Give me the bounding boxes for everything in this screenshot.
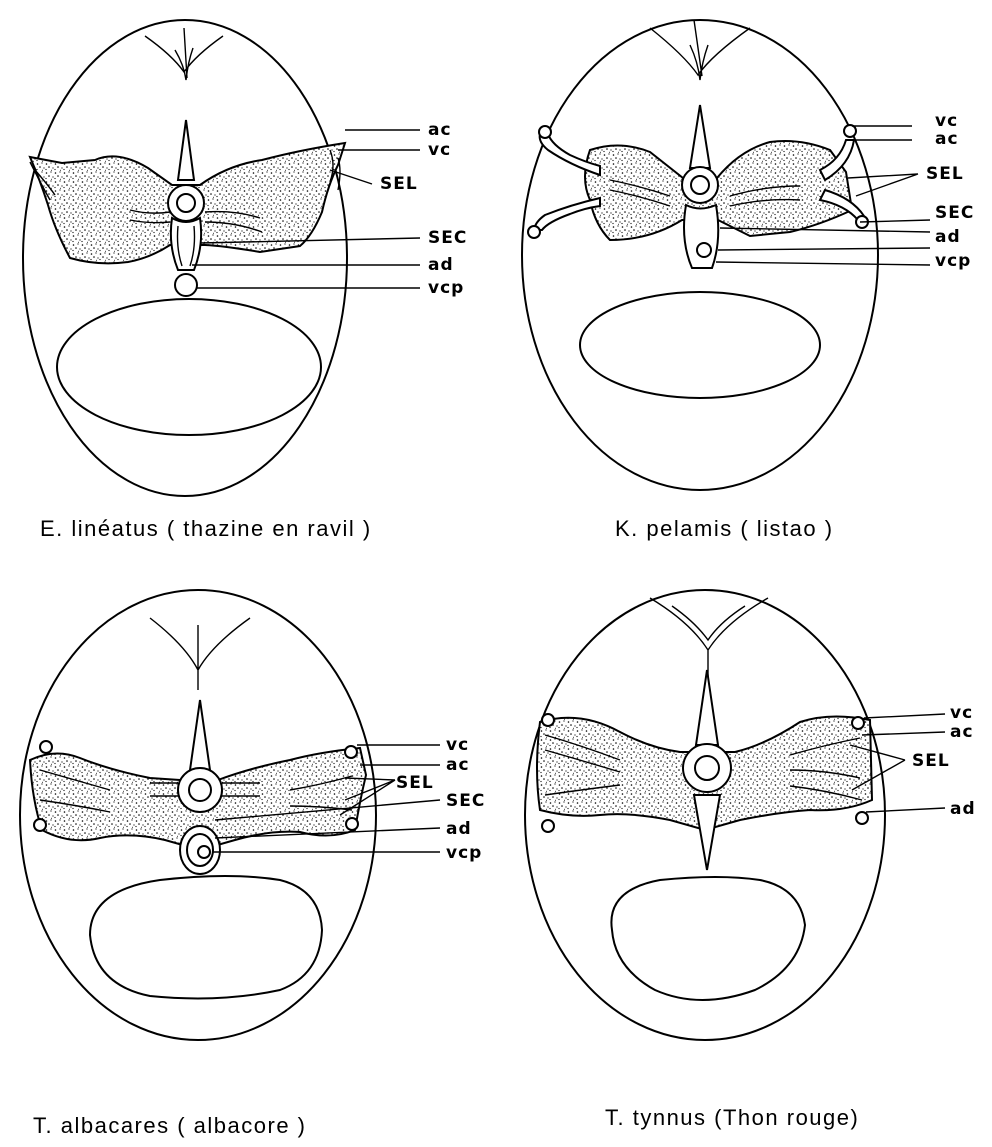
dorsal-fin-v [150,618,250,690]
label-ad: ad [446,819,472,839]
vein-node-left-top [539,126,551,138]
vein-node-right-top [852,717,864,729]
posterior-cardinal-vein [697,243,711,257]
label-vcp: vcp [428,278,464,298]
vertebral-core [189,779,211,801]
label-sel: SEL [380,174,418,194]
label-vcp: vcp [935,251,971,271]
vein-node-right-top [345,746,357,758]
abdominal-cavity [580,292,820,398]
label-ad: ad [935,227,961,247]
dorsal-fin-v [650,20,750,80]
neural-spine [178,120,194,180]
posterior-cardinal-vein [198,846,210,858]
abdominal-cavity [611,877,805,1000]
vertebral-core [695,756,719,780]
panel-t-tynnus: vc ac SEL ad T. tynnus (Thon rouge) [525,590,976,1130]
neural-spine [190,700,210,770]
neural-spine [696,670,718,745]
label-ac: ac [935,129,959,149]
neural-spine [690,105,710,168]
caption: E. linéatus ( thazine en ravil ) [40,516,372,541]
caption: T. tynnus (Thon rouge) [605,1105,859,1130]
label-vc: vc [950,703,973,723]
vein-node-left-bottom [34,819,46,831]
dorsal-fin-v [145,28,223,80]
label-ad: ad [428,255,454,275]
label-ac: ac [428,120,452,140]
haemal-arch [684,205,718,268]
label-ac: ac [446,755,470,775]
label-vcp: vcp [446,843,482,863]
abdominal-cavity [57,299,321,435]
label-sel: SEL [912,751,950,771]
vein-node-right-bottom [856,812,868,824]
label-sec: SEC [935,203,974,223]
label-sel: SEL [926,164,964,184]
vein-node-left-bottom [542,820,554,832]
vein-node-right-bottom [346,818,358,830]
dorsal-fin-v [650,598,768,690]
abdominal-cavity [90,876,322,998]
label-sec: SEC [428,228,467,248]
haemal-spine [694,795,720,870]
caption: K. pelamis ( listao ) [615,516,834,541]
label-ad: ad [950,799,976,819]
panel-e-lineatus: ac vc SEL SEC ad vcp E. linéatus ( thazi… [23,20,467,541]
vertebral-core [691,176,709,194]
label-vc: vc [428,140,451,160]
panel-k-pelamis: vc ac SEL SEC ad vcp K. pelamis ( listao… [522,20,974,541]
vein-node-left-top [542,714,554,726]
label-sel: SEL [396,773,434,793]
vein-node-right-top [844,125,856,137]
vein-node-left-top [40,741,52,753]
caption: T. albacares ( albacore ) [33,1113,307,1138]
rib-left-lower [534,198,600,230]
label-vc: vc [935,111,958,131]
panel-t-albacares: vc ac SEL SEC ad vcp T. albacares ( alba… [20,590,485,1138]
label-ac: ac [950,722,974,742]
vein-node-left-bottom [528,226,540,238]
label-vc: vc [446,735,469,755]
posterior-cardinal-vein [175,274,197,296]
label-sec: SEC [446,791,485,811]
haemal-arch [171,218,201,270]
vertebral-core [177,194,195,212]
